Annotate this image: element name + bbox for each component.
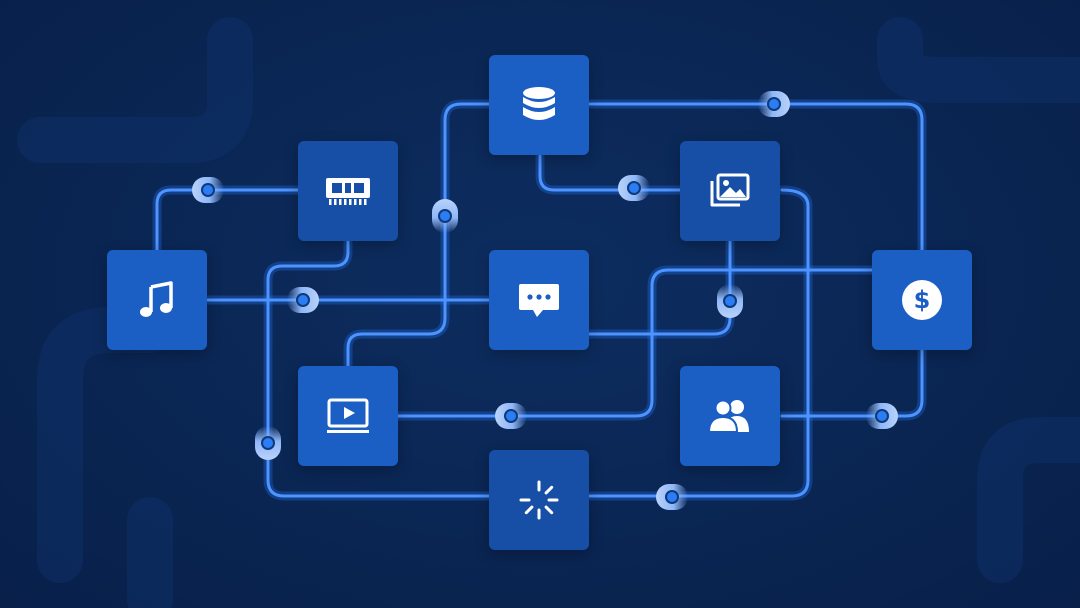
images-node[interactable] (680, 141, 780, 241)
connector-dot-icon (725, 296, 735, 306)
database-icon (523, 87, 555, 120)
loading-node[interactable] (489, 450, 589, 550)
background-trace (977, 417, 1080, 583)
wire-layer (155, 102, 924, 498)
users-node[interactable] (680, 366, 780, 466)
users-group-icon (707, 399, 749, 433)
connector-c6[interactable] (717, 284, 743, 318)
image-gallery-icon (710, 173, 750, 207)
connector-dot-icon (877, 411, 887, 421)
memory-node[interactable] (298, 141, 398, 241)
connector-dot-icon (629, 183, 639, 193)
connector-c8[interactable] (495, 403, 527, 429)
video-play-icon (327, 398, 369, 433)
connector-c10[interactable] (866, 403, 898, 429)
connector-dot-icon (263, 438, 273, 448)
background-trace (37, 307, 173, 583)
connector-c4[interactable] (618, 175, 650, 201)
loading-spinner-icon (519, 480, 559, 520)
connector-c7[interactable] (255, 426, 281, 460)
connector-dot-icon (440, 211, 450, 221)
video-node[interactable] (298, 366, 398, 466)
svg-text:$: $ (914, 286, 931, 314)
dollar-node[interactable]: $ (872, 250, 972, 350)
background-trace (877, 17, 1080, 103)
chat-node[interactable] (489, 250, 589, 350)
connector-c2[interactable] (287, 287, 319, 313)
connector-c5[interactable] (758, 91, 790, 117)
memory-chip-icon (326, 178, 370, 205)
chat-bubble-icon (519, 284, 559, 317)
connector-c1[interactable] (192, 177, 224, 203)
dollar-coin-icon: $ (902, 280, 942, 320)
connector-c9[interactable] (656, 484, 688, 510)
connector-dot-icon (298, 295, 308, 305)
connector-dot-icon (667, 492, 677, 502)
database-node[interactable] (489, 55, 589, 155)
connector-dot-icon (506, 411, 516, 421)
music-node[interactable] (107, 250, 207, 350)
background-trace (17, 17, 253, 163)
music-note-icon (140, 281, 173, 317)
connector-dot-icon (769, 99, 779, 109)
connector-c3[interactable] (432, 199, 458, 233)
connector-dot-icon (203, 185, 213, 195)
